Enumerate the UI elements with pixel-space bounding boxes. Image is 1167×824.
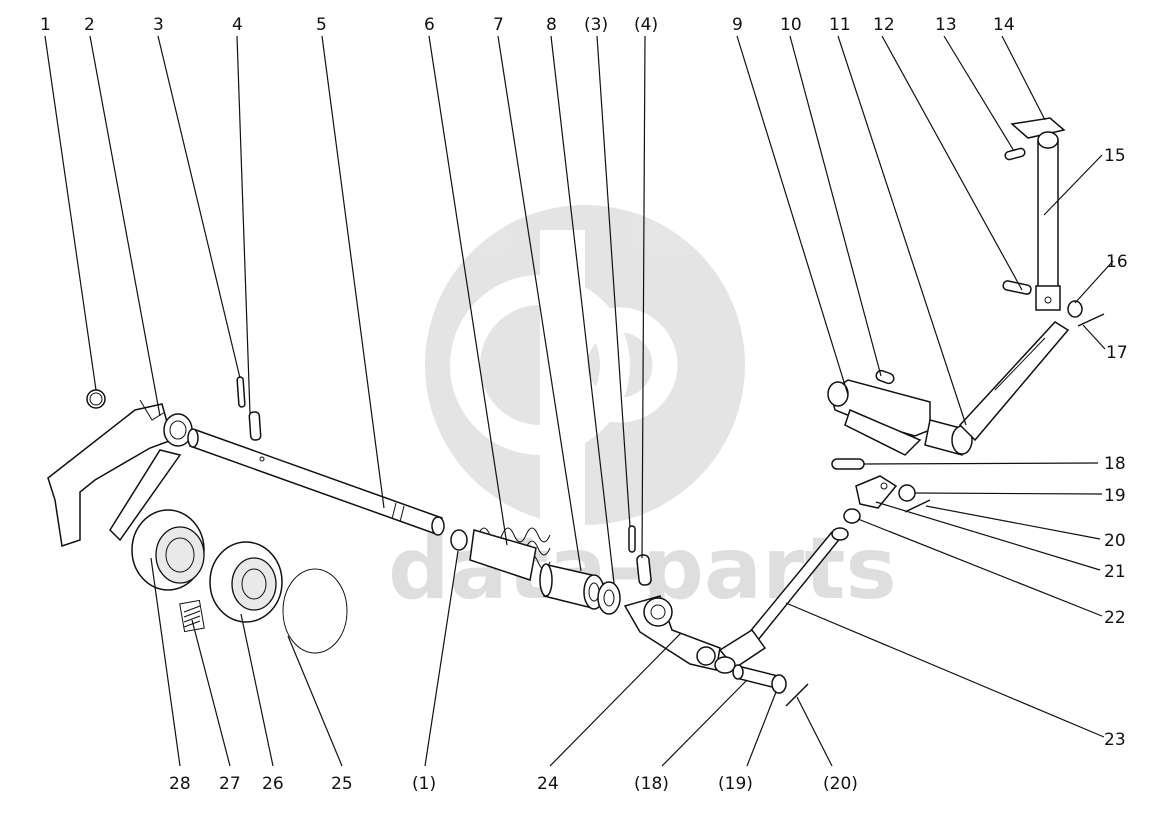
part-shaft — [187, 428, 445, 536]
label-20: 20 — [1104, 531, 1126, 551]
part-pedal-pad — [1010, 117, 1066, 139]
part-split-pin-20-repeat — [785, 683, 809, 707]
label-14: 14 — [993, 15, 1015, 35]
label-22: 22 — [1104, 608, 1126, 628]
leader-lines — [44, 35, 1114, 767]
part-pin-4-repeat — [636, 554, 652, 586]
label-20-repeat: (20) — [823, 774, 858, 794]
part-split-pin-17 — [1077, 313, 1105, 327]
part-pin-13 — [1004, 147, 1026, 161]
part-split-pin-20 — [904, 499, 931, 513]
label-12: 12 — [873, 15, 895, 35]
part-ring-1-repeat — [450, 529, 468, 551]
label-4: 4 — [232, 15, 243, 35]
label-11: 11 — [829, 15, 851, 35]
label-10: 10 — [780, 15, 802, 35]
part-washer-19-repeat — [771, 674, 787, 694]
part-connecting-rod — [714, 527, 849, 674]
label-6: 6 — [424, 15, 435, 35]
label-23: 23 — [1104, 730, 1126, 750]
label-18-repeat: (18) — [634, 774, 669, 794]
label-5: 5 — [316, 15, 327, 35]
part-washer-8 — [597, 581, 621, 615]
part-pin-4 — [248, 411, 262, 441]
label-18: 18 — [1104, 454, 1126, 474]
part-pedal-stem — [1035, 131, 1061, 311]
label-8: 8 — [546, 15, 557, 35]
label-21: 21 — [1104, 562, 1126, 582]
label-19: 19 — [1104, 486, 1126, 506]
label-1: 1 — [40, 15, 51, 35]
watermark-logo — [425, 205, 745, 530]
label-15: 15 — [1104, 146, 1126, 166]
label-3: 3 — [153, 15, 164, 35]
part-spring — [469, 527, 551, 581]
label-27: 27 — [219, 774, 241, 794]
part-pin-18-repeat — [732, 664, 779, 689]
label-1-repeat: (1) — [412, 774, 436, 794]
label-19-repeat: (19) — [718, 774, 753, 794]
label-9: 9 — [732, 15, 743, 35]
part-circlip — [282, 568, 348, 654]
callout-labels: 1 2 3 4 5 6 7 8 (3) (4) 9 10 11 12 13 14… — [40, 15, 1128, 794]
label-3-repeat: (3) — [584, 15, 608, 35]
part-hub — [209, 541, 283, 623]
part-gear-collar — [131, 509, 205, 591]
part-pin-3 — [236, 376, 246, 408]
part-pin-12 — [1002, 280, 1032, 295]
label-2: 2 — [84, 15, 95, 35]
part-clevis — [855, 475, 898, 509]
part-pin-3-repeat — [628, 525, 636, 553]
label-4-repeat: (4) — [634, 15, 658, 35]
part-shift-fork — [47, 399, 193, 547]
part-slotted-lever — [924, 321, 1070, 456]
label-28: 28 — [169, 774, 191, 794]
part-small-spring — [179, 599, 205, 633]
label-25: 25 — [331, 774, 353, 794]
part-washer-19 — [898, 484, 916, 502]
label-24: 24 — [537, 774, 559, 794]
label-7: 7 — [493, 15, 504, 35]
label-16: 16 — [1106, 252, 1128, 272]
part-pin-18 — [831, 458, 865, 470]
part-lever-bracket — [827, 379, 931, 456]
label-17: 17 — [1106, 343, 1128, 363]
part-pin-10 — [875, 369, 895, 385]
part-nut — [843, 508, 861, 524]
label-13: 13 — [935, 15, 957, 35]
part-washer-16 — [1067, 300, 1083, 318]
label-26: 26 — [262, 774, 284, 794]
